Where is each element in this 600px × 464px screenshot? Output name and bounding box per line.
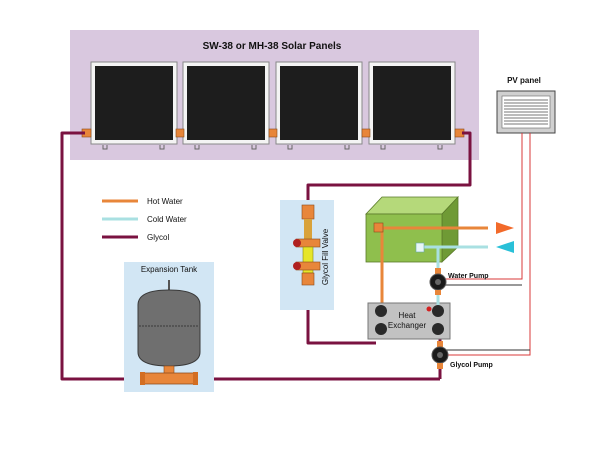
legend-label-glycol: Glycol <box>147 233 169 242</box>
expansion-tank-label: Expansion Tank <box>141 265 198 274</box>
cold-water-line <box>415 241 514 272</box>
glycol-fill-valve-label: Glycol Fill Valve <box>321 228 330 285</box>
glycol-fill-valve: Glycol Fill Valve <box>280 200 334 310</box>
heat-exchanger: Heat Exchanger <box>367 302 451 340</box>
glycol-pump: Glycol Pump <box>431 341 493 369</box>
heat-exchanger-label-line-2: Exchanger <box>388 321 427 330</box>
solar-panel-1 <box>90 61 178 145</box>
solar-panel-2 <box>182 61 270 145</box>
water-pump-label: Water Pump <box>448 273 489 280</box>
pv-wiring <box>444 133 531 356</box>
hot-water-outlet-arrow <box>496 222 514 234</box>
legend-label-hot-water: Hot Water <box>147 197 183 206</box>
cold-water-inlet-arrow <box>496 241 514 253</box>
expansion-tank: Expansion Tank <box>124 262 214 392</box>
hot-water-line <box>373 222 514 306</box>
legend: Hot Water Cold Water Glycol <box>102 197 187 242</box>
pv-panel-label: PV panel <box>507 76 541 85</box>
legend-label-cold-water: Cold Water <box>147 215 187 224</box>
solar-panel-3 <box>275 61 363 145</box>
pv-panel <box>496 90 556 134</box>
glycol-pump-label: Glycol Pump <box>450 362 493 369</box>
solar-panel-4 <box>368 61 456 145</box>
heat-exchanger-label-line-1: Heat <box>399 311 417 320</box>
solar-panels-title: SW-38 or MH-38 Solar Panels <box>203 41 342 52</box>
water-pump: Water Pump <box>429 268 489 295</box>
